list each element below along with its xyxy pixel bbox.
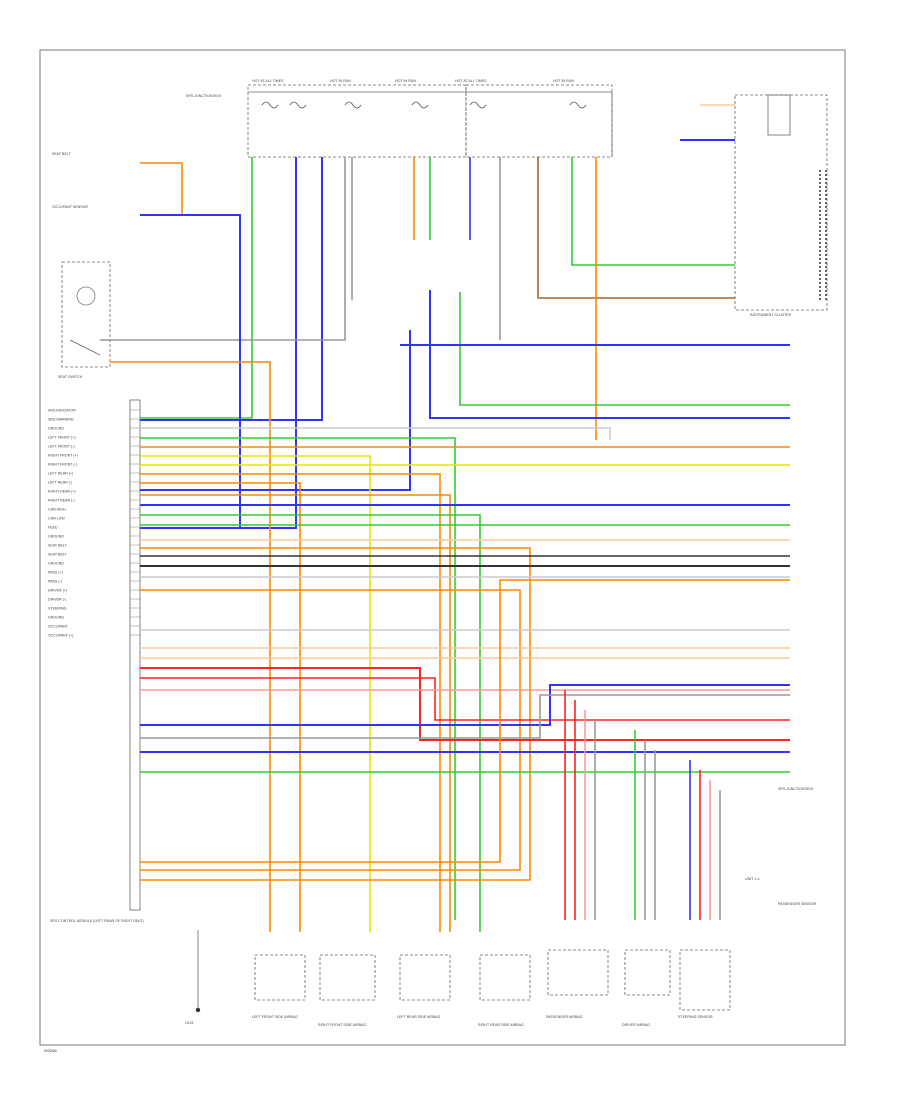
fuse-label-2: HOT IN RUN (330, 79, 351, 83)
module-pin-label: SEAT BELT (48, 553, 68, 557)
component-label-7: STEERING SENSOR (678, 1015, 713, 1019)
component-label-3: LEFT REAR SIDE AIRBAG (397, 1015, 441, 1019)
module-pin-label: STEERING (48, 607, 67, 611)
module-pin-label: DRIVER (+) (48, 589, 67, 593)
lead-seat-belt-label: SEAT BELT (52, 152, 72, 156)
module-pin-label: PASS (-) (48, 580, 62, 584)
module-pin-label: RIGHT FRONT (+) (48, 454, 78, 458)
module-pin-label: CAN LOW (48, 517, 65, 521)
junction-box-label: SRS JUNCTION BOX (186, 94, 222, 98)
module-pin-label: RIGHT REAR (-) (48, 499, 75, 503)
fuse-label-1: HOT AT ALL TIMES (252, 79, 284, 83)
ground-point: G101 (185, 930, 201, 1025)
module-pin-label: LEFT REAR (-) (48, 481, 72, 485)
module-pin-label: LEFT FRONT (+) (48, 436, 76, 440)
module-pin-label: GROUND (48, 427, 64, 431)
unit-label: UNIT 1-4 (745, 877, 760, 881)
lead-occupant-label: OCCUPANT SENSOR (52, 205, 88, 209)
module-pin-label: LEFT REAR (+) (48, 472, 73, 476)
module-pin-label: RIGHT FRONT (-) (48, 463, 77, 467)
module-pin-label: OCCUPANT (+) (48, 634, 73, 638)
component-label-2: RIGHT FRONT SIDE AIRBAG (318, 1023, 366, 1027)
component-label-5: PASSENGER AIRBAG (546, 1015, 583, 1019)
module-pin-label: PASS (+) (48, 571, 63, 575)
junction-box: HOT AT ALL TIMES HOT IN RUN HOT IN RUN H… (186, 79, 613, 158)
module-pin-label: RIGHT REAR (+) (48, 490, 76, 494)
fuse-label-3: HOT IN RUN (395, 79, 416, 83)
passenger-sensor-label: PASSENGER SENSOR (778, 902, 817, 906)
srs-control-module: SRS INDICATOR SRS WARNING GROUND LEFT FRONT… (48, 399, 144, 923)
module-pin-label: DRIVER (-) (48, 598, 66, 602)
bottom-components: LEFT FRONT SIDE AIRBAG RIGHT FRONT SIDE … (252, 949, 731, 1027)
module-pin-label: SRS INDICATOR (48, 409, 76, 413)
module-pin-label: GROUND (48, 562, 64, 566)
component-label-1: LEFT FRONT SIDE AIRBAG (252, 1015, 298, 1019)
fuse-label-4: HOT AT ALL TIMES (455, 79, 487, 83)
module-pin-label: OCCUPANT (48, 625, 69, 629)
module-pin-label: GROUND (48, 616, 64, 620)
component-label-4: RIGHT REAR SIDE AIRBAG (478, 1023, 524, 1027)
seat-switch-label: SEAT SWITCH (58, 375, 83, 379)
seat-switch: SEAT SWITCH (58, 261, 111, 379)
module-label: SRS CONTROL MODULE (LEFT REAR OF RIGHT S… (50, 919, 144, 923)
module-pin-label: LEFT FRONT (-) (48, 445, 75, 449)
module-pin-label: SEAT BELT (48, 544, 68, 548)
page-reference: W2266 (44, 1048, 57, 1053)
component-label-6: DRIVER AIRBAG (622, 1023, 650, 1027)
fuse-label-5: HOT IN RUN (553, 79, 574, 83)
ground-label: G101 (185, 1021, 194, 1025)
module-pin-label: GROUND (48, 535, 64, 539)
module-pin-label: FEED (48, 526, 58, 530)
cluster-label: INSTRUMENT CLUSTER (750, 313, 792, 317)
diagram-frame (39, 49, 846, 1046)
right-connector-label: SRS JUNCTION BOX (778, 787, 814, 791)
module-pin-label: SRS WARNING (48, 418, 74, 422)
wires (100, 104, 790, 932)
instrument-cluster: INSTRUMENT CLUSTER (734, 94, 828, 317)
module-pin-label: CAN HIGH (48, 508, 66, 512)
